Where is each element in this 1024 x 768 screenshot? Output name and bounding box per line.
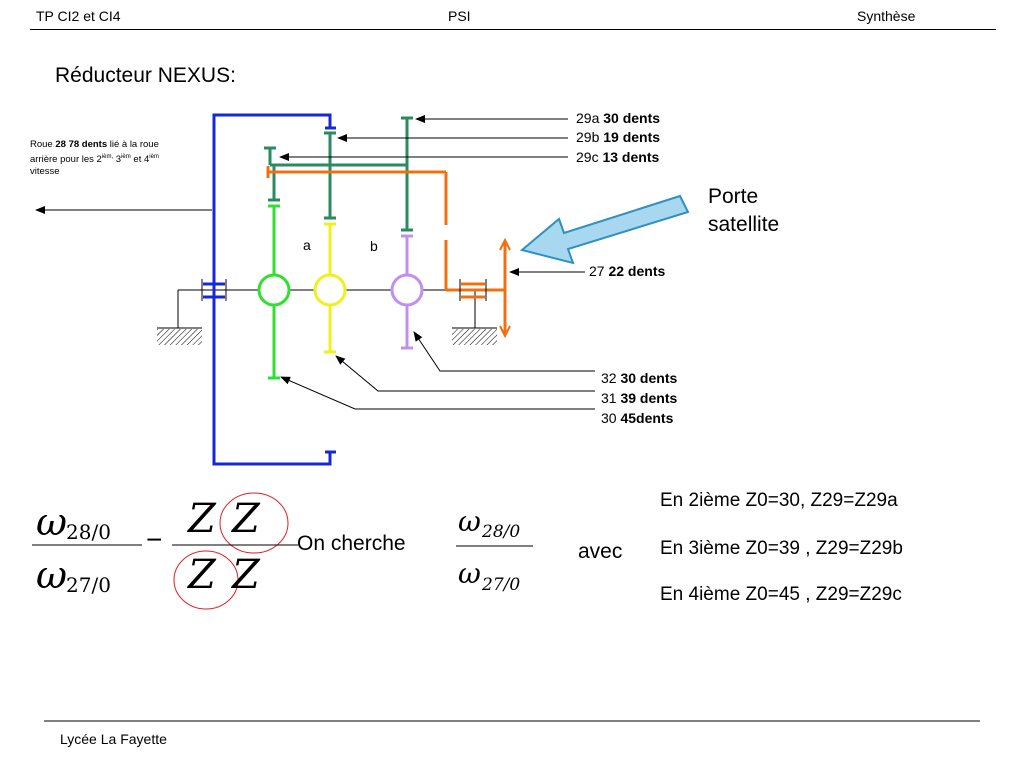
label-b: b: [370, 238, 378, 254]
omega-28-symbol: ω: [36, 500, 67, 544]
label-29a: 29a 30 dents: [576, 110, 661, 126]
porte-satellite-label: Porte satellite: [708, 185, 780, 236]
roue-28-note: Roue 28 78 dents lié à la roue arrière p…: [30, 139, 159, 178]
omega-28-subscript: 28/0: [66, 520, 111, 544]
omega-27-target-subscript: 27/0: [482, 575, 521, 595]
label-a: a: [303, 237, 311, 253]
ground-left: [157, 289, 202, 345]
label-27: 27 22 dents: [589, 263, 666, 279]
planet-carrier: [266, 166, 511, 339]
header-rule: [30, 29, 996, 30]
header-right: Synthèse: [857, 8, 916, 24]
label-31: 31 39 dents: [601, 390, 678, 406]
minus-sign: −: [146, 524, 163, 555]
footer-school: Lycée La Fayette: [60, 731, 167, 747]
ring-gear-28: [201, 113, 336, 466]
z-numerator-a: Z: [188, 496, 216, 542]
sun-gear-32: [390, 234, 424, 350]
sun-gear-30: [257, 204, 291, 380]
speed-2-condition: En 2ième Z0=30, Z29=Z29a: [660, 490, 898, 511]
z-numerator-b: Z: [232, 496, 260, 542]
header-center: PSI: [448, 8, 471, 24]
omega-28-target-subscript: 28/0: [482, 522, 521, 542]
omega-27-target-symbol: ω: [458, 557, 481, 590]
page-title: Réducteur NEXUS:: [55, 64, 236, 87]
label-30: 30 45dents: [601, 410, 674, 426]
omega-27-subscript: 27/0: [66, 573, 111, 597]
red-circle-top: [219, 492, 289, 554]
sun-gear-31: [313, 222, 347, 354]
z-denominator-a: Z: [188, 552, 216, 598]
omega-27-symbol: ω: [36, 553, 67, 597]
label-29c: 29c 13 dents: [576, 149, 660, 165]
red-circle-bottom: [173, 550, 239, 610]
z-denominator-b: Z: [232, 552, 260, 598]
header-left: TP CI2 et CI4: [36, 8, 121, 24]
speed-4-condition: En 4ième Z0=45 , Z29=Z29c: [660, 584, 902, 605]
leader-arrows: [35, 115, 595, 410]
avec-label: avec: [578, 540, 623, 563]
label-29b: 29b 19 dents: [576, 129, 661, 145]
satellite-29: [264, 116, 413, 232]
on-cherche-label: On cherche: [297, 532, 406, 555]
omega-28-target-symbol: ω: [458, 505, 481, 538]
porte-satellite-arrow: [519, 194, 690, 265]
speed-3-condition: En 3ième Z0=39 , Z29=Z29b: [660, 538, 903, 559]
label-32: 32 30 dents: [601, 370, 678, 386]
